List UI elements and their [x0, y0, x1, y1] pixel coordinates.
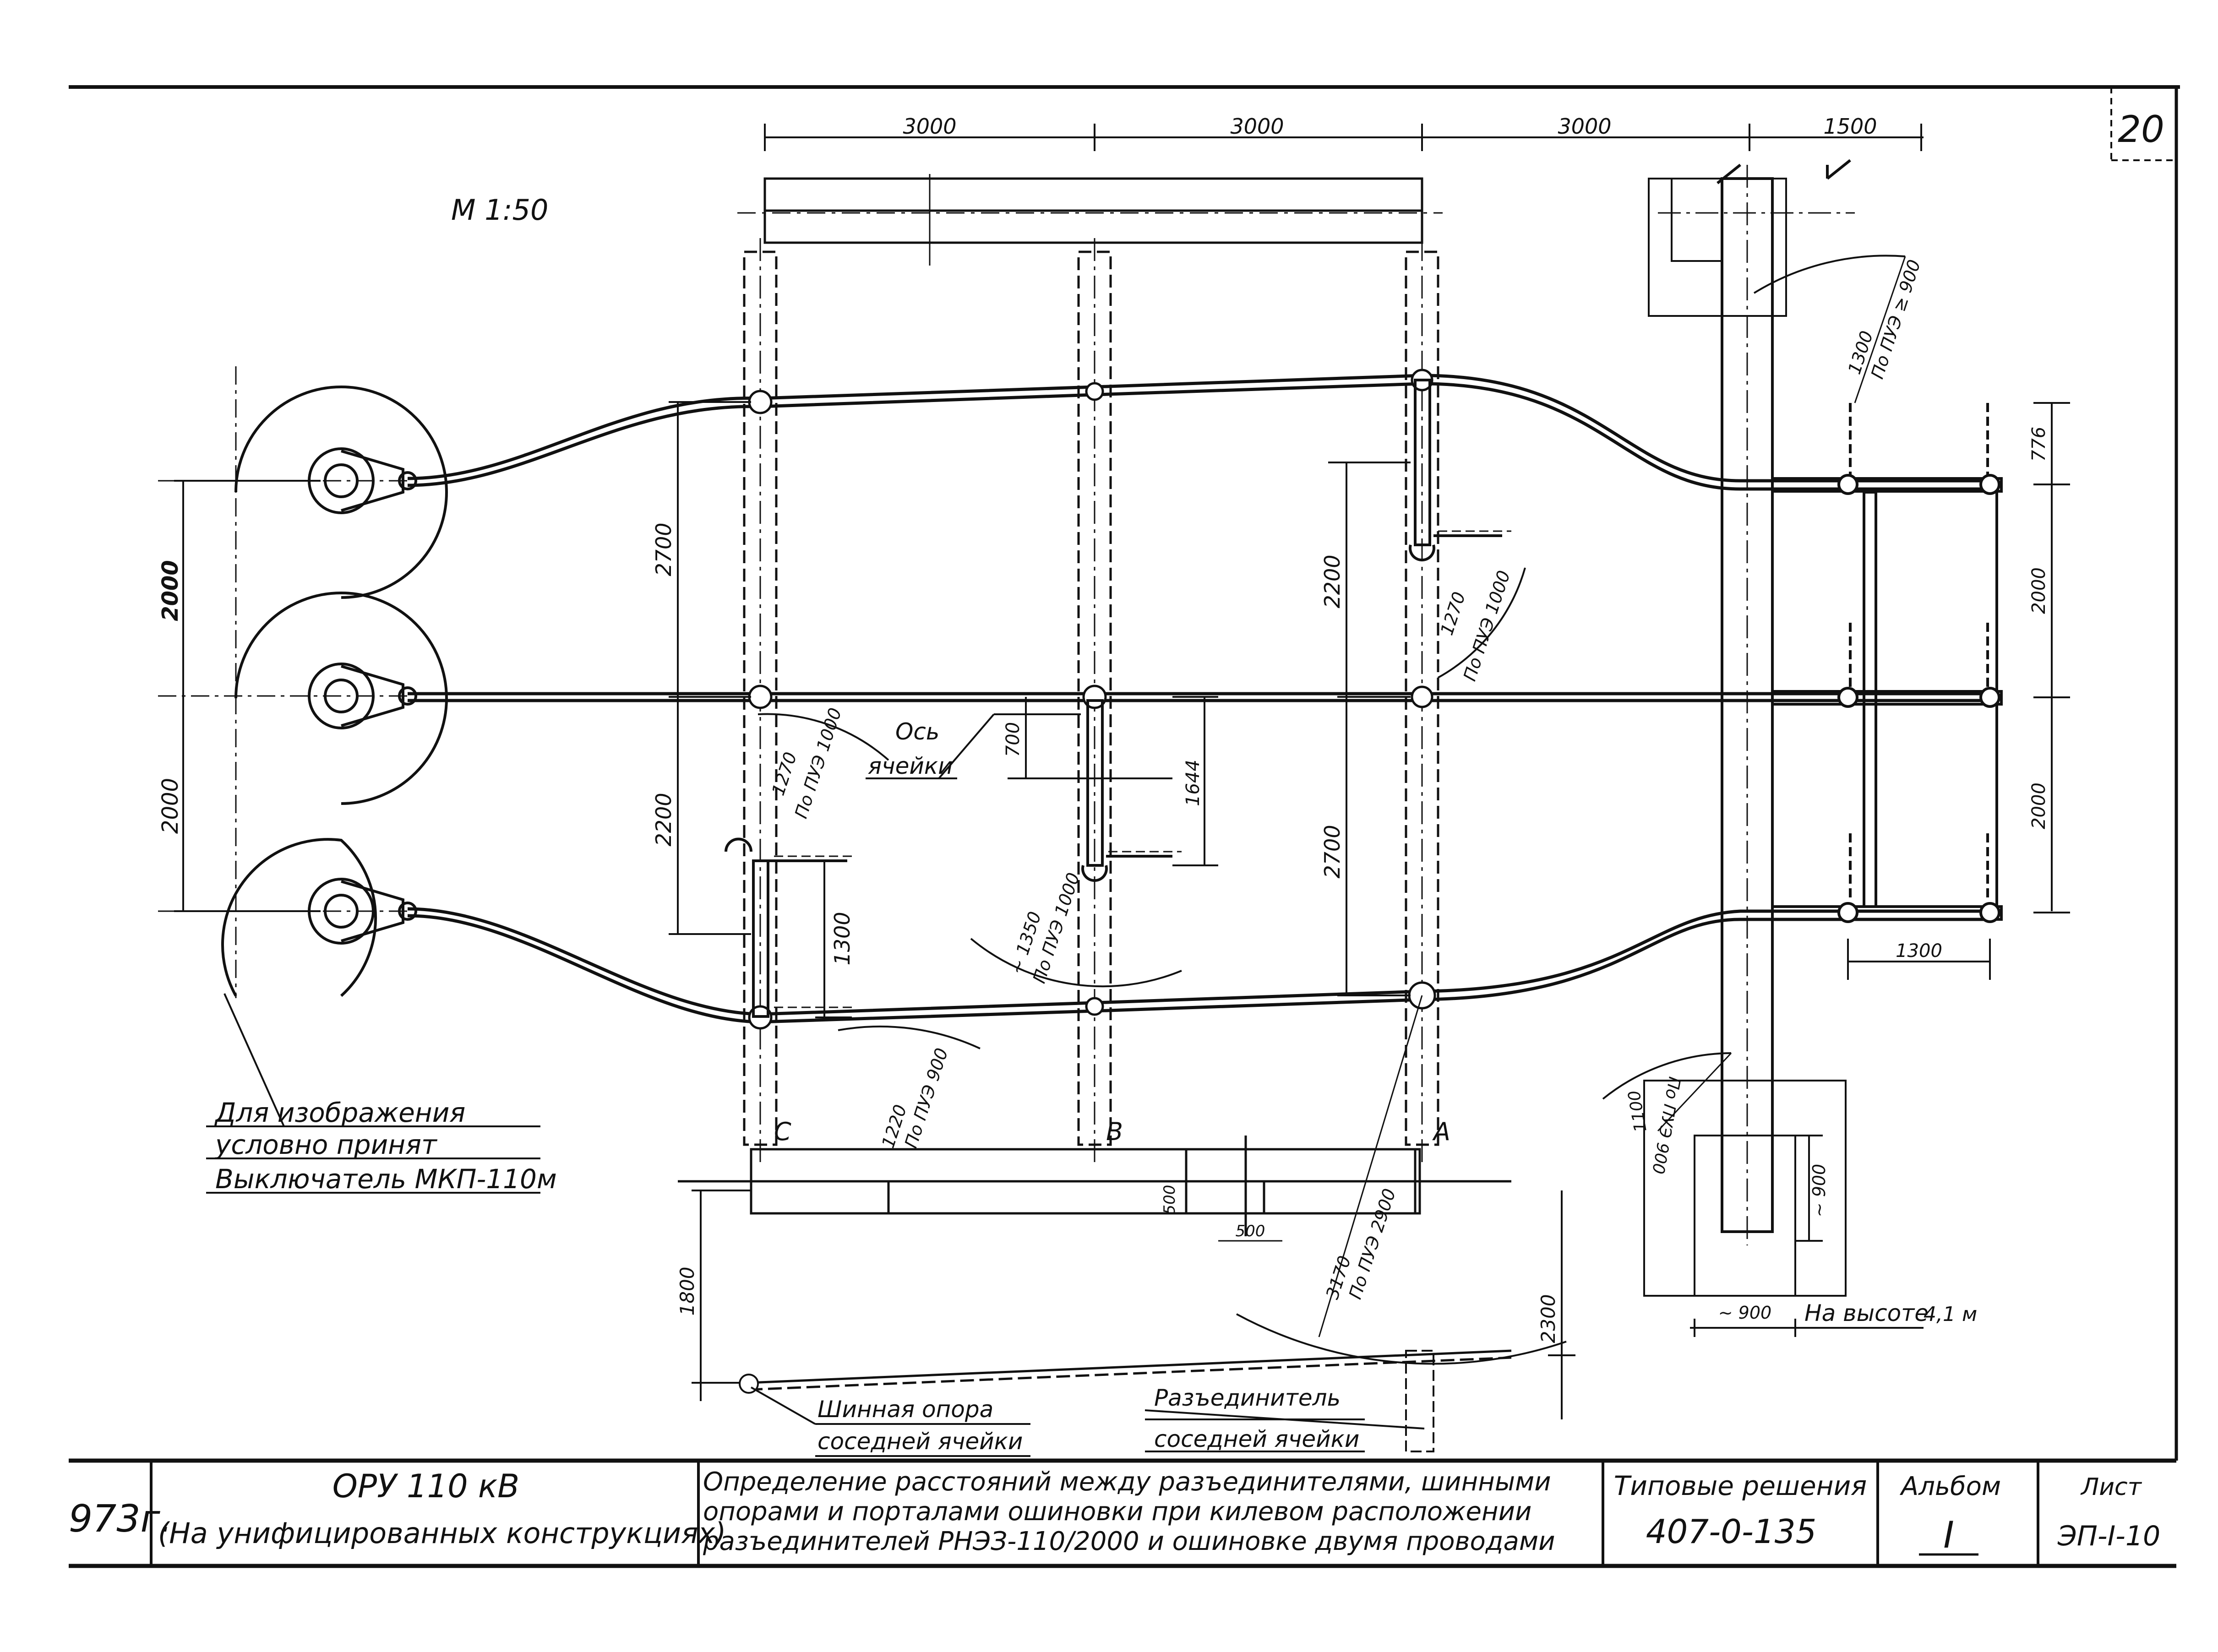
c-post-dimensions	[669, 401, 852, 1018]
dim-c-lower: 2200	[651, 793, 676, 846]
a-post-dimensions	[1328, 462, 1411, 996]
cell-axis-dimensions	[866, 696, 1218, 866]
disconnector-ground-hints	[774, 530, 1511, 1008]
dim-bottom-1800: 1800	[676, 1267, 698, 1316]
clear-a-norm: По ПУЭ 1000	[1460, 568, 1514, 684]
bus-support-line-2: соседней ячейки	[817, 1428, 1023, 1455]
title-description-3: разъединителей РНЭЗ-110/2000 и ошиновке …	[703, 1527, 1555, 1556]
bottom-neighbour-cell	[692, 1190, 1575, 1452]
clear-c-value: 1270	[768, 750, 801, 798]
phase-label-b: В	[1106, 1117, 1123, 1146]
dim-top-span-2: 3000	[1230, 114, 1284, 139]
breaker-phase-2	[234, 591, 448, 805]
title-description-2: опорами и порталами ошиновки при килевом…	[703, 1497, 1531, 1527]
axis-label-line-2: ячейки	[868, 753, 953, 779]
dim-top-span-3: 3000	[1558, 114, 1611, 139]
title-object-line-2: (На унифицированных конструкциях)	[158, 1516, 726, 1550]
clear-right-norm: По ПУЭ ≥ 900	[1867, 257, 1924, 381]
note-line-2: условно принят	[214, 1129, 438, 1160]
dim-right-width: 1300	[1896, 940, 1942, 962]
bus-support-nodes	[748, 369, 1436, 1030]
title-sheet-label: Лист	[2080, 1473, 2142, 1501]
title-object-line-1: ОРУ 110 кВ	[332, 1467, 519, 1505]
dim-left-phase-b: 2000	[158, 778, 183, 834]
dim-foot-500-v: 500	[1161, 1185, 1179, 1215]
phase-label-c: С	[774, 1117, 791, 1146]
title-year: 973г.	[69, 1497, 172, 1541]
clear-a-value: 1270	[1437, 589, 1470, 638]
breaker-phase-3	[221, 838, 417, 997]
sheet-frame	[69, 85, 2180, 1461]
title-description-1: Определение расстояний между разъедините…	[703, 1467, 1551, 1497]
dim-top-span-4: 1500	[1823, 114, 1877, 139]
title-sheet-value: ЭП-I-10	[2057, 1520, 2160, 1552]
scale-label: М 1:50	[451, 193, 548, 227]
right-box-dimensions	[1690, 1135, 1924, 1337]
dim-left-phase-a: 2000	[158, 560, 183, 621]
callout-leaders	[206, 993, 1425, 1457]
title-album-value: I	[1943, 1514, 1954, 1556]
bus-support-line-1: Шинная опора	[817, 1396, 993, 1423]
note-line-1: Для изображения	[214, 1097, 465, 1128]
dim-top-span-1: 3000	[903, 114, 956, 139]
lower-foundation	[678, 1136, 1511, 1236]
axis-label-line-1: Ось	[895, 718, 939, 745]
top-portal-beam	[737, 174, 1443, 266]
dim-bottom-2300: 2300	[1537, 1294, 1559, 1343]
dim-right-low: 2000	[2028, 783, 2049, 829]
dim-right-top: 776	[2028, 427, 2049, 462]
bus-conductors	[407, 374, 1992, 1024]
height-value: 4,1 м	[1924, 1303, 1977, 1326]
title-album-label: Альбом	[1900, 1472, 2001, 1501]
left-dimension-chain	[174, 480, 321, 912]
disconnector-line-2: соседней ячейки	[1154, 1426, 1359, 1452]
note-line-3: Выключатель МКП-110м	[215, 1163, 557, 1195]
clear-box-norm: По ПУЭ 900	[1648, 1075, 1684, 1175]
clear-c-norm: По ПУЭ 1000	[791, 706, 845, 821]
dim-right-mid: 2000	[2028, 567, 2049, 614]
title-series-value: 407-0-135	[1646, 1512, 1817, 1551]
clearance-arcs	[757, 255, 1906, 1365]
clear-diag-norm: По ПУЭ 2900	[1345, 1186, 1400, 1302]
disconnector-line-1: Разъединитель	[1154, 1385, 1341, 1411]
top-dimension-chain	[764, 124, 1924, 151]
dim-c-bottom: 1300	[830, 912, 855, 965]
phase-label-a: А	[1432, 1117, 1450, 1146]
title-series-label: Типовые решения	[1614, 1470, 1867, 1501]
dim-b-length: 1644	[1183, 760, 1204, 806]
dim-a-upper: 2200	[1320, 554, 1345, 608]
height-note: На высоте	[1804, 1300, 1929, 1326]
right-dimension-chain	[1847, 402, 2070, 980]
right-bus-ends	[1771, 403, 2003, 923]
page-number: 20	[2118, 108, 2164, 151]
breaker-phase-1	[234, 385, 448, 599]
dim-box-900-w: ~ 900	[1718, 1303, 1771, 1323]
dim-a-lower: 2700	[1320, 825, 1345, 878]
disconnector-blades	[725, 379, 1502, 1018]
dim-foot-500-h: 500	[1236, 1222, 1265, 1240]
dim-box-900-h: ~ 900	[1809, 1164, 1829, 1217]
clear-bottom-norm: По ПУЭ 900	[901, 1046, 952, 1151]
title-block-grid	[69, 1458, 2176, 1568]
dim-c-upper: 2700	[651, 522, 676, 576]
clear-box-value: 1100	[1625, 1089, 1651, 1133]
dim-axis-offset: 700	[1003, 722, 1024, 757]
clearance-leaders	[1318, 256, 1906, 1337]
